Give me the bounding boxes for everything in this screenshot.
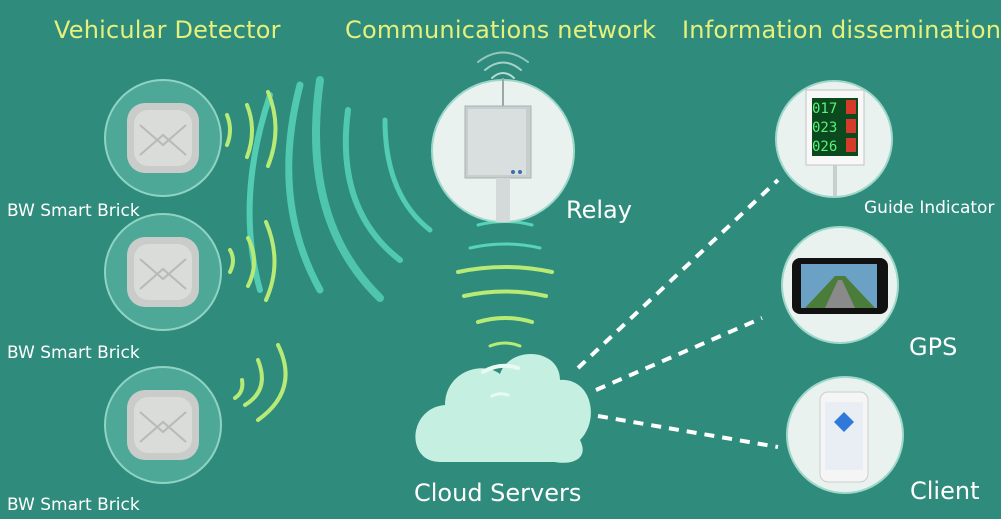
heading-information-dissemination: Information dissemination [682,16,1001,44]
relay-node [431,78,575,223]
indicator-row: 023 [812,120,837,136]
signal-arc [243,358,264,407]
detector-node [104,366,222,484]
link-guide-indicator [576,178,780,370]
signal-arc [246,236,256,288]
client-node [786,376,904,494]
heading-vehicular-detector: Vehicular Detector [54,16,281,44]
detector-label: BW Smart Brick [7,495,140,515]
detector-signal-waves [225,90,288,422]
indicator-row: 017 [812,101,837,117]
guide-indicator-node: 017 023 026 [775,80,893,198]
relay-cabinet-icon [464,78,532,222]
signal-arc [266,90,278,168]
wave-arc [382,117,433,233]
link-gps [595,316,763,392]
link-client [597,414,779,449]
gps-label: GPS [909,333,958,361]
signal-arc [233,378,245,400]
smartphone-icon [819,391,869,483]
wave-arc [312,76,384,302]
arrow-icon [846,138,856,152]
detector-label: BW Smart Brick [7,343,140,363]
relay-cloud-waves [456,220,554,348]
cloud-servers-label: Cloud Servers [414,479,582,507]
client-label: Client [910,477,980,505]
signal-arc [256,343,288,422]
network-waves [246,76,433,302]
smart-brick-icon [127,237,199,307]
cloud-server-icon [415,354,591,463]
guide-indicator-icon: 017 023 026 [805,89,865,196]
guide-indicator-label: Guide Indicator [864,198,995,218]
detector-node [104,213,222,331]
detector-node [104,79,222,197]
wave-arc [342,107,403,263]
signal-arc [225,113,232,147]
signal-arc [264,220,277,302]
heading-communications-network: Communications network [345,16,657,44]
arrow-icon [846,119,856,133]
signal-arc [245,103,254,159]
detector-label: BW Smart Brick [7,201,140,221]
wave-arc [285,81,324,294]
signal-arc [228,248,235,274]
gps-navigator-icon [792,258,888,314]
gps-node [781,226,899,344]
smart-brick-icon [127,103,199,173]
indicator-row: 026 [812,139,837,155]
cloud-links [576,178,780,449]
smart-brick-icon [127,390,199,460]
antenna-signal-icon [477,51,529,79]
relay-label: Relay [566,196,632,224]
arrow-icon [846,100,856,114]
